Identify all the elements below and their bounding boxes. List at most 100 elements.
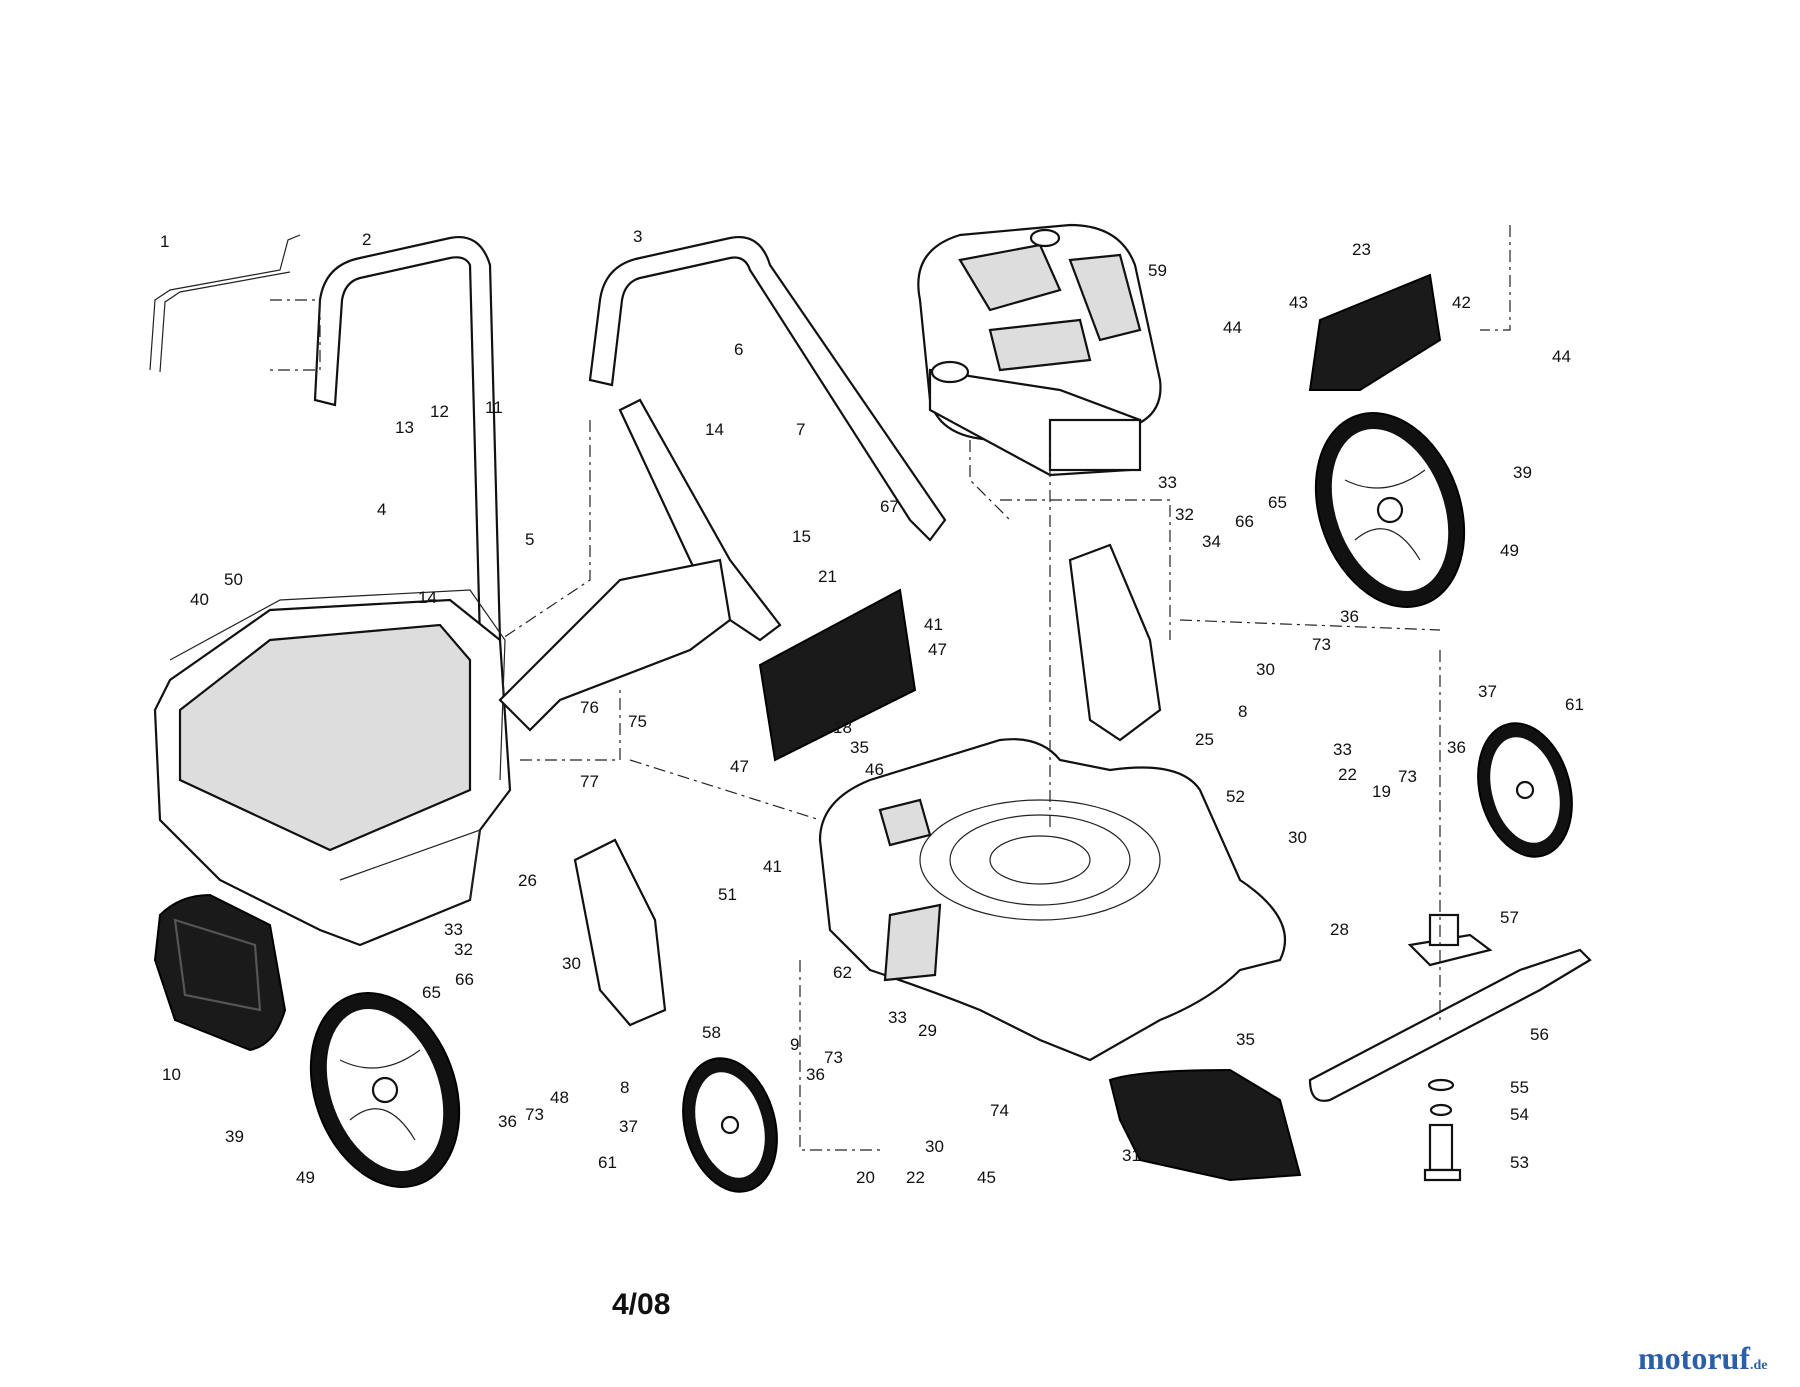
callout-67: 67 — [880, 497, 899, 516]
callout-66b: 66 — [455, 970, 474, 989]
rear-door-21 — [758, 588, 917, 762]
callout-48: 48 — [550, 1088, 569, 1107]
handle-lower-bail — [149, 234, 301, 373]
callout-57: 57 — [1500, 908, 1519, 927]
callout-40: 40 — [190, 590, 209, 609]
callout-75: 75 — [628, 712, 647, 731]
callout-52: 52 — [1226, 787, 1245, 806]
callout-62: 62 — [833, 963, 852, 982]
callout-10: 10 — [162, 1065, 181, 1084]
callout-8b: 8 — [620, 1078, 629, 1097]
callout-50: 50 — [224, 570, 243, 589]
callout-31: 31 — [1122, 1146, 1141, 1165]
callout-36c: 36 — [498, 1112, 517, 1131]
blade-adapter-57 — [1407, 913, 1493, 967]
height-adjuster-25 — [1068, 543, 1162, 742]
callout-58: 58 — [702, 1023, 721, 1042]
callout-65: 65 — [1268, 493, 1287, 512]
callout-73: 73 — [1312, 635, 1331, 654]
callout-8: 8 — [1238, 702, 1247, 721]
rear-wheel-left — [309, 992, 461, 1188]
callout-77: 77 — [580, 772, 599, 791]
rear-baffle-23 — [1308, 273, 1442, 391]
rear-wheel-right — [1314, 412, 1466, 608]
blade-56 — [1308, 948, 1592, 1102]
callout-labels: 1 2 3 4 5 6 7 8 8 9 10 11 12 13 14 14 15… — [160, 227, 1584, 1187]
callout-45: 45 — [977, 1168, 996, 1187]
callout-32: 32 — [1175, 505, 1194, 524]
callout-46: 46 — [865, 760, 884, 779]
callout-61b: 61 — [598, 1153, 617, 1172]
callout-13: 13 — [395, 418, 414, 437]
callout-53: 53 — [1510, 1153, 1529, 1172]
callout-61: 61 — [1565, 695, 1584, 714]
callout-4: 4 — [377, 500, 386, 519]
callout-33: 33 — [1158, 473, 1177, 492]
callout-25: 25 — [1195, 730, 1214, 749]
callout-42: 42 — [1452, 293, 1471, 312]
callout-39b: 39 — [225, 1127, 244, 1146]
callout-56: 56 — [1530, 1025, 1549, 1044]
callout-35: 35 — [850, 738, 869, 757]
callout-33b: 33 — [1333, 740, 1352, 759]
callout-14b: 14 — [418, 588, 437, 607]
callout-73b: 73 — [1398, 767, 1417, 786]
callout-73c: 73 — [525, 1105, 544, 1124]
callout-15: 15 — [792, 527, 811, 546]
callout-39: 39 — [1513, 463, 1532, 482]
callout-44b: 44 — [1552, 347, 1571, 366]
callout-11: 11 — [485, 398, 503, 417]
callout-49b: 49 — [296, 1168, 315, 1187]
callout-76: 76 — [580, 698, 599, 717]
callout-47: 47 — [928, 640, 947, 659]
callout-51: 51 — [718, 885, 737, 904]
callout-22b: 22 — [906, 1168, 925, 1187]
watermark-main: motoruf — [1638, 1340, 1750, 1376]
watermark-logo: motoruf.de — [1638, 1340, 1767, 1377]
mulch-plug-75 — [498, 558, 732, 732]
callout-65b: 65 — [422, 983, 441, 1002]
callout-37: 37 — [1478, 682, 1497, 701]
callout-35b: 35 — [1236, 1030, 1255, 1049]
callout-3: 3 — [633, 227, 642, 246]
watermark-tld: .de — [1749, 1358, 1768, 1373]
height-adjuster-26 — [573, 838, 667, 1027]
callout-36b: 36 — [1447, 738, 1466, 757]
callout-34: 34 — [1202, 532, 1221, 551]
callout-20: 20 — [856, 1168, 875, 1187]
callout-66: 66 — [1235, 512, 1254, 531]
callout-37b: 37 — [619, 1117, 638, 1136]
callout-47b: 47 — [730, 757, 749, 776]
callout-6: 6 — [734, 340, 743, 359]
front-wheel-right — [1477, 722, 1573, 858]
callout-9: 9 — [790, 1035, 799, 1054]
callout-36: 36 — [1340, 607, 1359, 626]
callout-55: 55 — [1510, 1078, 1529, 1097]
mower-deck — [818, 738, 1287, 1062]
callout-44: 44 — [1223, 318, 1242, 337]
callout-26: 26 — [518, 871, 537, 890]
callout-36d: 36 — [806, 1065, 825, 1084]
callout-54: 54 — [1510, 1105, 1529, 1124]
callout-2: 2 — [362, 230, 371, 249]
callout-33d: 33 — [888, 1008, 907, 1027]
callout-14: 14 — [705, 420, 724, 439]
callout-18: 18 — [833, 718, 852, 737]
callout-73d: 73 — [824, 1048, 843, 1067]
engine — [917, 223, 1162, 477]
callout-7: 7 — [796, 420, 805, 439]
callout-43: 43 — [1289, 293, 1308, 312]
callout-23: 23 — [1352, 240, 1371, 259]
callout-30: 30 — [1256, 660, 1275, 679]
callout-22: 22 — [1338, 765, 1357, 784]
callout-5: 5 — [525, 530, 534, 549]
callout-30d: 30 — [925, 1137, 944, 1156]
rear-flap-10 — [153, 893, 287, 1052]
callout-59: 59 — [1148, 261, 1167, 280]
callout-29: 29 — [918, 1021, 937, 1040]
side-chute-31 — [1108, 1068, 1302, 1182]
callout-32b: 32 — [454, 940, 473, 959]
callout-1: 1 — [160, 232, 169, 251]
front-wheel-left — [682, 1057, 778, 1193]
